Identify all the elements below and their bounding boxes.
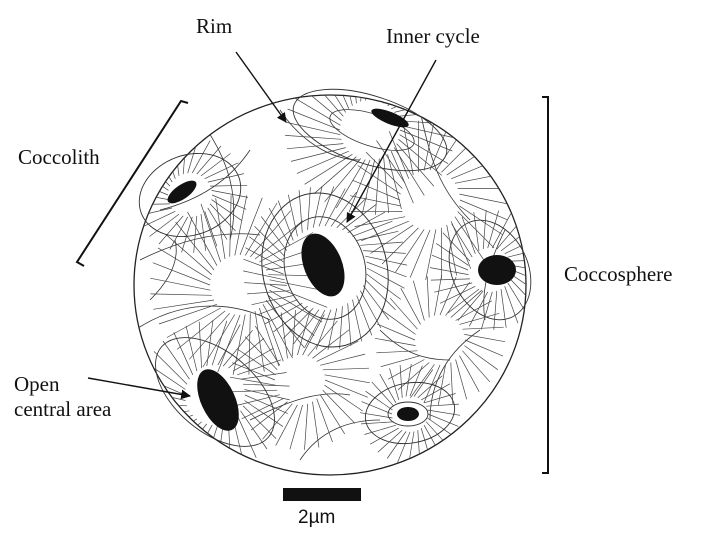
rib-line bbox=[149, 415, 193, 430]
open-central-area-label-line1: Open bbox=[14, 372, 111, 397]
rib-line bbox=[365, 45, 378, 100]
rib-line bbox=[391, 87, 443, 109]
rib-line bbox=[394, 99, 449, 113]
central-area-right bbox=[478, 255, 516, 285]
coccolith-label: Coccolith bbox=[18, 145, 100, 169]
open-central-area-label-line2: central area bbox=[14, 397, 111, 422]
open-central-area-label: Open central area bbox=[14, 372, 111, 422]
rib-line bbox=[156, 419, 197, 442]
rib-line bbox=[370, 48, 391, 100]
rib-line bbox=[379, 58, 415, 101]
rib-line bbox=[153, 150, 172, 182]
rib-line bbox=[351, 47, 356, 103]
coccosphere bbox=[127, 45, 550, 475]
rim-label: Rim bbox=[196, 14, 232, 38]
inner-cycle-label: Inner cycle bbox=[386, 24, 480, 48]
rib-line bbox=[384, 66, 427, 103]
rib-line bbox=[375, 52, 404, 101]
scale-bar-label: 2µm bbox=[298, 506, 335, 530]
rib-line bbox=[145, 159, 170, 186]
scale-bar bbox=[283, 488, 361, 501]
coccosphere-bracket bbox=[542, 97, 548, 473]
central-area-bottom bbox=[397, 407, 419, 421]
rib-line bbox=[166, 422, 202, 452]
rib-line bbox=[163, 144, 175, 179]
rib-line bbox=[388, 76, 436, 106]
coccosphere-label: Coccosphere bbox=[564, 262, 672, 286]
